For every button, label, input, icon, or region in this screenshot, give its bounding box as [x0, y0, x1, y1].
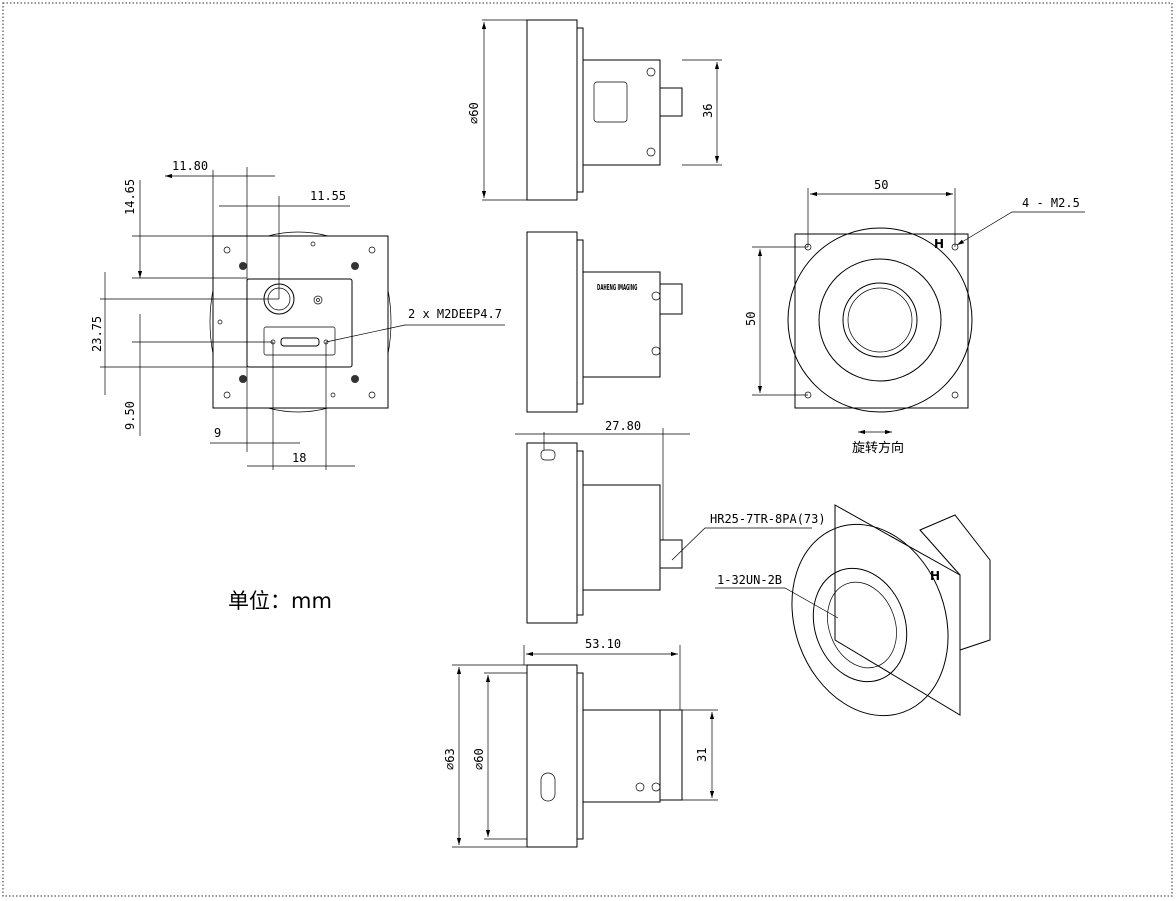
dia-63: ⌀63: [443, 748, 457, 770]
depth-27-80: 27.80: [605, 419, 641, 433]
dim-11-55: 11.55: [310, 189, 346, 203]
h-mark: H: [934, 237, 944, 251]
dim-9-50: 9.50: [123, 401, 137, 430]
dim-14-65: 14.65: [123, 179, 137, 215]
dim-18: 18: [292, 451, 306, 465]
side-view-top: ⌀60 36: [467, 19, 722, 201]
side-view-4: 53.10 ⌀63 ⌀60 31: [443, 637, 718, 848]
screw-note: 2 x M2DEEP4.7: [408, 307, 502, 321]
unit-label: 单位：mm: [228, 589, 332, 613]
logo-text: DAHENG IMAGING: [597, 284, 637, 293]
length-53-10: 53.10: [585, 637, 621, 651]
dim-23-75: 23.75: [90, 316, 104, 352]
height-31: 31: [695, 748, 709, 762]
iso-view: H 1-32UN-2B: [715, 504, 991, 717]
width-50: 50: [874, 178, 888, 192]
thread-label: 1-32UN-2B: [717, 573, 782, 587]
lens-view: 50 50 4 - M2.5 H 旋转方向: [744, 178, 1085, 456]
front-view: 11.80 11.55 14.65 23.75 9.50 9 18 2 x M2…: [90, 159, 505, 470]
dim-11-80: 11.80: [172, 159, 208, 173]
height-36: 36: [701, 104, 715, 118]
height-50: 50: [744, 312, 758, 326]
dia-60-bottom: ⌀60: [472, 748, 486, 770]
connector-label: HR25-7TR-8PA(73): [710, 512, 826, 526]
rotation-direction: 旋转方向: [852, 440, 904, 456]
dim-9: 9: [214, 426, 221, 440]
holes-note: 4 - M2.5: [1022, 196, 1080, 210]
dia-60-top: ⌀60: [467, 102, 481, 124]
side-view-2: DAHENG IMAGING: [526, 231, 683, 413]
side-view-3: 27.80 HR25-7TR-8PA(73): [515, 419, 826, 624]
iso-h-mark: H: [930, 569, 940, 583]
